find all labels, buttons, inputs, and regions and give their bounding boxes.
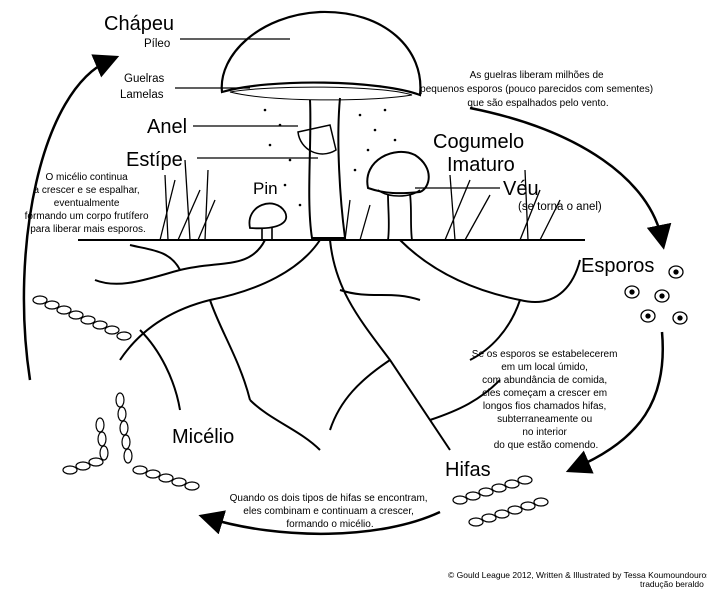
label-anel: Anel [147,116,187,138]
label-hifas: Hifas [445,459,491,481]
credit-translation: tradução beraldo [640,579,704,589]
note-mycelium: O micélio continua a crescer e se espalh… [25,172,152,235]
note-gills: As guelras liberam milhões de pequenos e… [420,70,656,109]
note-spores: Se os esporos se estabelecerem em um loc… [472,349,620,451]
label-estipe: Estípe [126,149,183,171]
label-guelras: Guelras [124,73,165,85]
immature-cap [367,152,428,193]
label-esporos: Esporos [581,255,654,277]
hyphae-chains [453,476,548,526]
label-micelio: Micélio [172,426,234,448]
immature-stem [388,194,412,240]
pin-cap [249,203,286,228]
label-imaturo: Imaturo [447,154,515,176]
label-pin: Pin [253,179,278,198]
label-lamelas: Lamelas [120,89,164,101]
mature-cap [222,12,421,95]
mature-stem [309,98,345,238]
label-chapeu: Chápeu [104,13,174,35]
label-cogumelo: Cogumelo [433,131,524,153]
mycelium-hyphae-chains [33,296,199,490]
gills [230,87,412,100]
label-veu: Véu [503,178,539,200]
label-pileo: Píleo [144,38,170,50]
pin-stem [262,228,272,240]
ring [298,125,336,154]
label-veu-note: (se torna o anel) [518,201,602,213]
